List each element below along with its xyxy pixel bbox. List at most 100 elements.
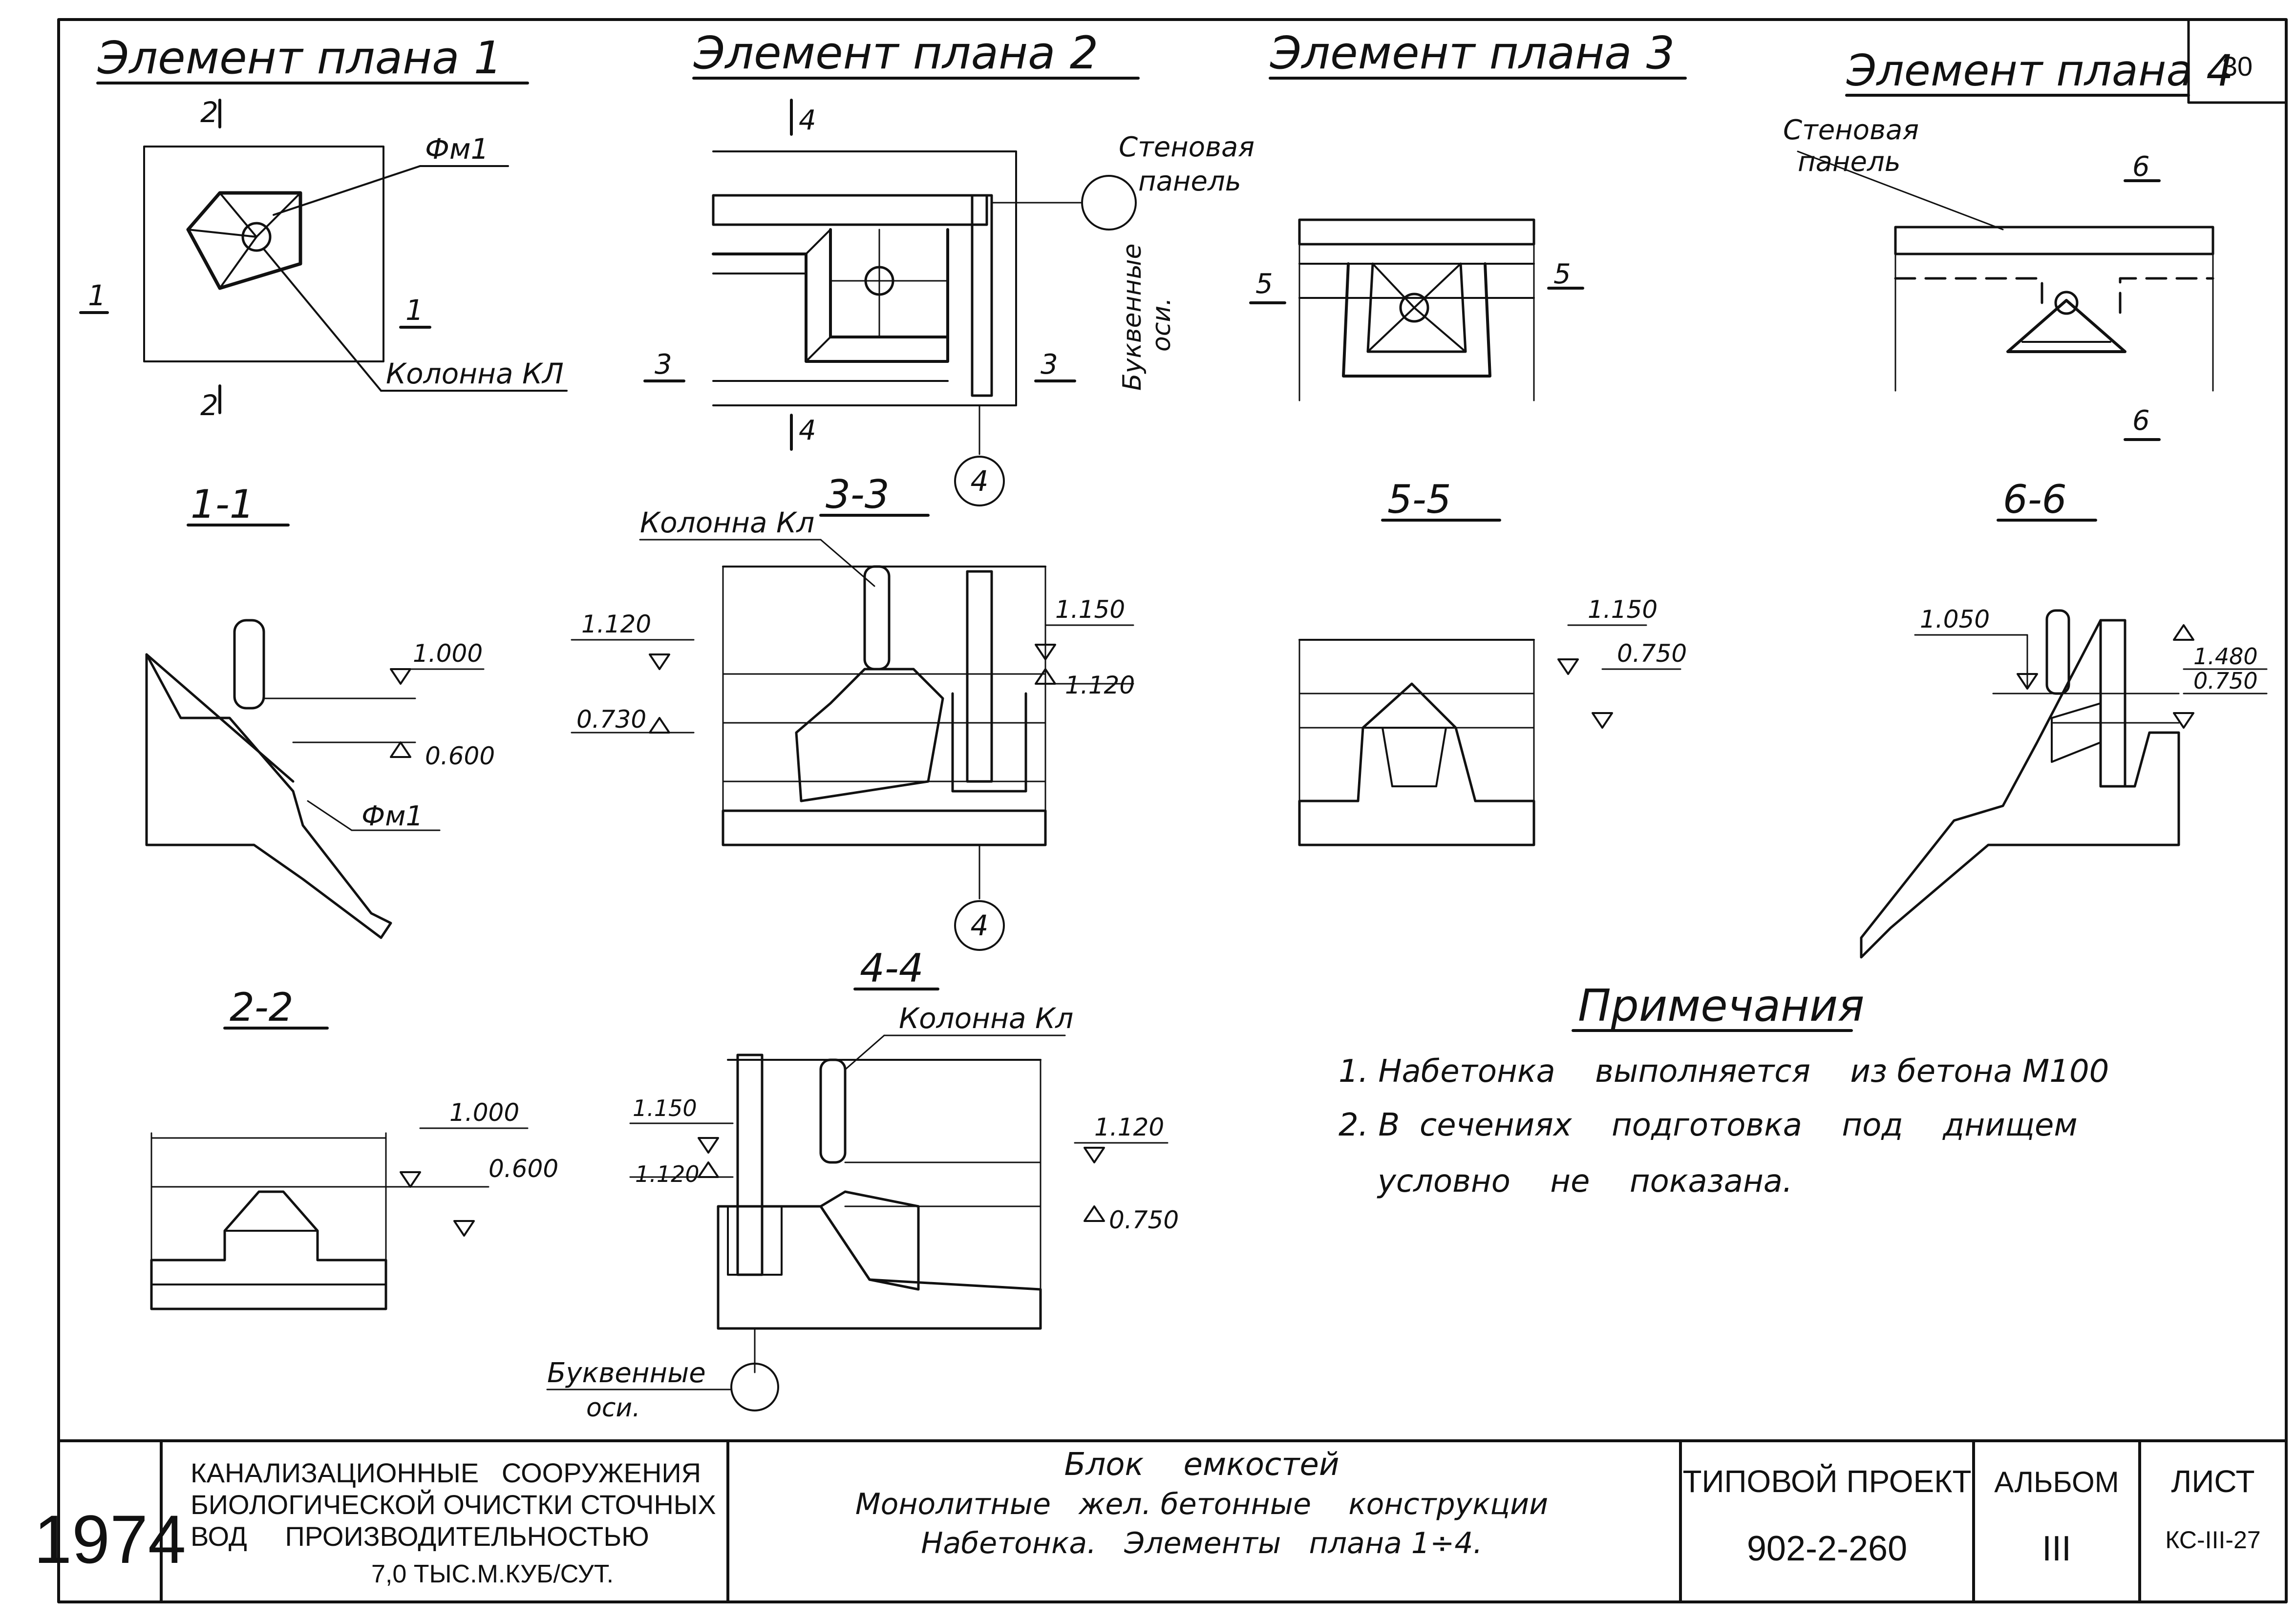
s33-level-mark [1035, 644, 1056, 660]
plan1-edge [219, 192, 257, 238]
s66-level-left: 1.050 [1920, 605, 1990, 633]
plan1-edge [219, 236, 257, 289]
s33-concrete-infill [951, 692, 1027, 793]
s44-wall [736, 1053, 764, 1276]
plan-element-3: Элемент плана 3 5 5 [1249, 27, 1687, 401]
sheet-value: КС-III-27 [2165, 1526, 2260, 1554]
s11-column [233, 619, 265, 710]
s33-level-mark [649, 717, 670, 734]
org-line-3: ВОД ПРОИЗВОДИТЕЛЬНОСТЬЮ [191, 1521, 649, 1552]
plan1-outline [143, 146, 384, 362]
section-1-1: 1-1 1.000 0.600 Фм1 [145, 482, 495, 939]
s55-level-mark [1592, 712, 1613, 729]
s44-concrete-body [717, 1205, 1042, 1330]
plan3-cut5-label: 5 [1553, 258, 1571, 290]
plan4-hidden-line [1894, 277, 2214, 314]
s44-level-right-top: 1.120 [1094, 1113, 1164, 1141]
s44-level-mark [698, 1137, 719, 1154]
notes-block: Примечания 1. Набетонка выполняется из б… [1339, 980, 2109, 1200]
notes-line-3: условно не показана. [1377, 1163, 1792, 1200]
s33-axis-marker [954, 900, 1005, 951]
s44-axes-label-1: Буквенные [547, 1357, 706, 1389]
plan2-cut3-label: 3 [1041, 349, 1058, 380]
s55-level-bottom: 0.750 [1617, 639, 1687, 668]
s33-haunch [795, 668, 944, 802]
plan3-pyramid-outer [1342, 262, 1491, 378]
s33-level-left-top: 1.120 [581, 610, 651, 638]
plan2-cut4-label: 4 [799, 415, 816, 446]
plan2-edge [805, 229, 831, 255]
plan3-edge [1367, 307, 1415, 353]
plan2-wall-panel [712, 194, 988, 226]
page-number: 30 [2222, 51, 2253, 82]
title-block: 1974 КАНАЛИЗАЦИОННЫЕ СООРУЖЕНИЯ БИОЛОГИЧ… [34, 1439, 2288, 1603]
s66-level-mark [2173, 712, 2194, 729]
s44-wall-infill [727, 1205, 783, 1276]
s66-concrete-infill [2051, 702, 2102, 763]
plan1-cut2-label: 2 [200, 389, 218, 422]
s55-concrete-body [1298, 682, 1535, 846]
s11-concrete-body [145, 653, 392, 939]
plan2-cut4-label: 4 [799, 105, 816, 136]
sheet-label: ЛИСТ [2171, 1464, 2254, 1499]
section-6-6: 6-6 1.050 1.480 0.750 [1860, 477, 2268, 959]
s11-fm-label: Фм1 [361, 800, 423, 832]
s66-level-right-top: 1.480 [2193, 643, 2258, 670]
plan4-wall-panel [1894, 226, 2214, 255]
plan1-cut1-label: 1 [405, 294, 424, 327]
plan4-title: Элемент плана 4 [1846, 45, 2233, 96]
org-line-1: КАНАЛИЗАЦИОННЫЕ СООРУЖЕНИЯ [191, 1457, 701, 1488]
plan4-column [2054, 291, 2079, 315]
s11-fm-leader [307, 800, 353, 831]
s44-column-leader [844, 1034, 885, 1071]
section-2-2: 2-2 1.000 0.600 [150, 985, 558, 1310]
s66-title: 6-6 [2003, 477, 2067, 522]
plan3-column [1399, 293, 1429, 323]
plan1-cut2-label: 2 [200, 96, 218, 129]
plan2-axis-bubble [1081, 175, 1137, 231]
s44-level-mark [1084, 1147, 1105, 1163]
s44-level-left-bottom: 1.120 [635, 1161, 700, 1187]
plan1-column [241, 222, 272, 252]
s33-column-label: Колонна Кл [640, 506, 814, 539]
plan1-fm-label: Фм1 [425, 132, 489, 166]
plan1-fm-leader [273, 165, 421, 216]
plan3-edge [1413, 307, 1467, 353]
plan3-cut5-label: 5 [1255, 268, 1273, 300]
s44-column-label: Колонна Кл [899, 1002, 1073, 1035]
s33-level-right-bottom: 1.120 [1065, 671, 1135, 699]
plan4-cut6-label: 6 [2132, 151, 2150, 183]
plan1-edge [187, 229, 257, 238]
plan1-pyramid [186, 191, 302, 290]
s66-wall [2099, 619, 2126, 788]
s66-column [2045, 609, 2070, 695]
plan2-panel-label-2: панель [1138, 166, 1241, 197]
s11-level-top: 1.000 [413, 639, 483, 668]
s44-level-mark [698, 1161, 719, 1178]
plan2-axes-label-2: оси. [1147, 297, 1176, 352]
plan4-pyramid [2006, 299, 2126, 353]
s44-title: 4-4 [860, 946, 924, 991]
s44-haunch [819, 1190, 920, 1291]
s33-column-leader [820, 539, 875, 587]
org-line-2: БИОЛОГИЧЕСКОЙ ОЧИСТКИ СТОЧНЫХ [191, 1489, 716, 1520]
year: 1974 [34, 1501, 186, 1578]
s66-level-mark [2173, 624, 2194, 641]
section-5-5: 5-5 1.150 0.750 [1298, 477, 1687, 846]
plan4-panel-label-1: Стеновая [1783, 114, 1919, 146]
desc-line-2: Монолитные жел. бетонные конструкции [855, 1487, 1548, 1521]
notes-line-2: 2. В сечениях подготовка под днищем [1339, 1107, 2078, 1143]
s44-level-mark [1084, 1205, 1105, 1222]
s33-column [863, 565, 891, 671]
page-number-box [2187, 18, 2288, 104]
plan2-axis-marker-label: 4 [971, 464, 989, 498]
album-value: III [2042, 1529, 2071, 1568]
plan2-panel-label-1: Стеновая [1119, 131, 1254, 163]
s33-level-mark [649, 653, 670, 670]
s22-pyramid [224, 1191, 319, 1232]
project-number: 902-2-260 [1747, 1529, 1907, 1568]
desc-line-3: Набетонка. Элементы плана 1÷4. [921, 1526, 1482, 1560]
s66-concrete-body [1860, 619, 2180, 959]
s22-level-mark [453, 1220, 475, 1237]
